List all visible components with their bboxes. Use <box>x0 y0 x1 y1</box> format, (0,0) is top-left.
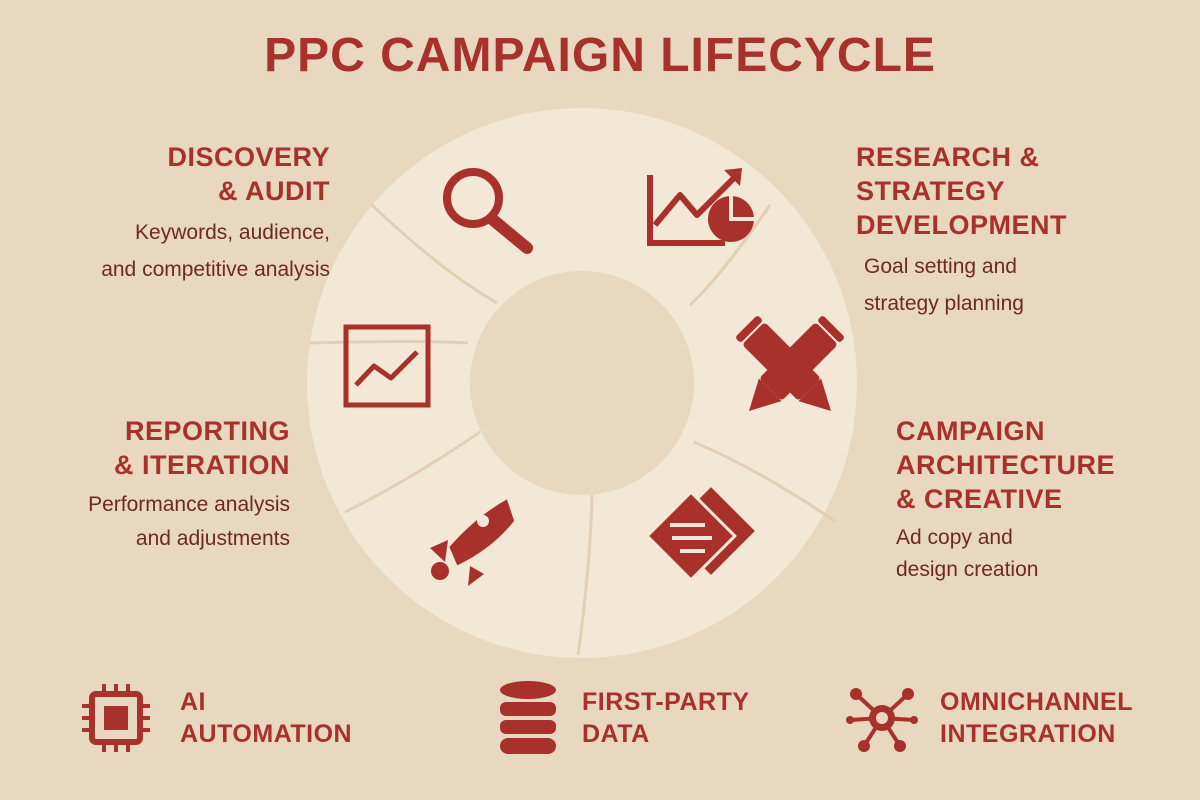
stage-reporting-iteration: REPORTING & ITERATION Performance analys… <box>40 414 290 556</box>
stage-description: Goal setting and strategy planning <box>864 255 1024 315</box>
chip-icon <box>82 684 150 752</box>
stage-heading: RESEARCH & STRATEGY DEVELOPMENT <box>856 142 1068 240</box>
stage-description: Ad copy and design creation <box>896 526 1039 581</box>
crossed-pencils-icon <box>736 316 844 412</box>
ring-dividers <box>309 203 837 656</box>
feature-ai-automation: AI AUTOMATION <box>80 682 352 754</box>
feature-first-party-data: FIRST-PARTY DATA <box>498 680 750 756</box>
ring-center <box>470 271 694 495</box>
page-title: PPC CAMPAIGN LIFECYCLE <box>264 29 936 82</box>
network-icon <box>846 688 918 752</box>
stage-research-strategy: RESEARCH & STRATEGY DEVELOPMENT Goal set… <box>856 140 1166 322</box>
stage-description: Keywords, audience, and competitive anal… <box>101 221 330 281</box>
feature-label: FIRST-PARTY DATA <box>582 688 750 748</box>
stage-campaign-architecture: CAMPAIGN ARCHITECTURE & CREATIVE Ad copy… <box>896 414 1186 586</box>
trend-chart-pie-icon <box>647 168 754 246</box>
stage-description: Performance analysis and adjustments <box>88 493 290 550</box>
database-icon <box>500 681 556 754</box>
documents-icon <box>645 487 755 582</box>
stage-heading: REPORTING & ITERATION <box>114 416 290 480</box>
rocket-icon <box>430 499 515 586</box>
stage-discovery-audit: DISCOVERY & AUDIT Keywords, audience, an… <box>40 140 330 288</box>
stage-heading: CAMPAIGN ARCHITECTURE & CREATIVE <box>896 416 1115 514</box>
stage-heading: DISCOVERY & AUDIT <box>167 142 330 206</box>
feature-omnichannel-integration: OMNICHANNEL INTEGRATION <box>846 682 1133 754</box>
feature-label: AI AUTOMATION <box>180 688 353 748</box>
magnifier-icon <box>443 168 533 254</box>
line-chart-icon <box>343 324 431 408</box>
feature-label: OMNICHANNEL INTEGRATION <box>940 688 1133 748</box>
